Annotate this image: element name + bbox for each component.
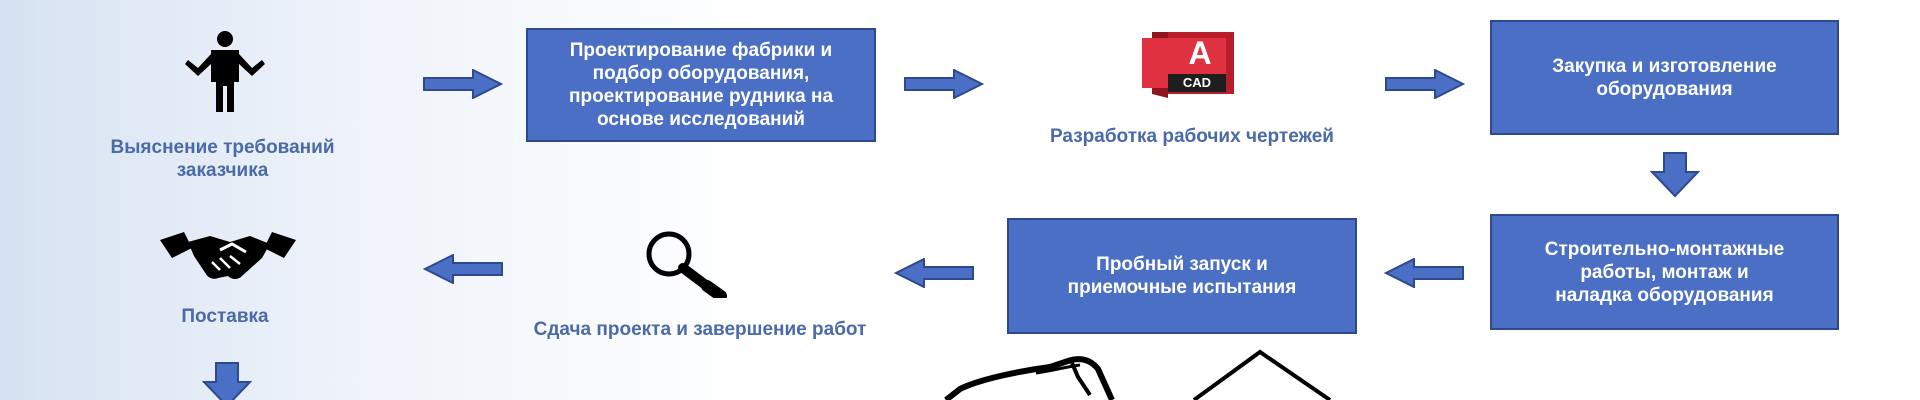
arrow-right-icon — [904, 69, 984, 99]
handshake-icon — [160, 232, 296, 279]
arrow-down-icon — [1650, 152, 1700, 198]
step-construction: Строительно-монтажные работы, монтаж и н… — [1490, 214, 1839, 330]
arrow-left-icon — [894, 258, 974, 288]
caption-working-drawings: Разработка рабочих чертежей — [1049, 126, 1334, 147]
caption-handover: Сдача проекта и завершение работ — [533, 319, 867, 340]
autocad-logo-icon: A CAD — [1138, 28, 1242, 100]
step-procurement: Закупка и изготовление оборудования — [1490, 20, 1839, 135]
step-factory-design: Проектирование фабрики и подбор оборудов… — [526, 28, 876, 142]
person-shrugging-icon — [185, 31, 265, 112]
step-trial-run: Пробный запуск и приемочные испытания — [1007, 218, 1357, 334]
caption-customer-requirements: Выяснение требований заказчика — [110, 137, 335, 181]
cad-logo-label: CAD — [1182, 75, 1212, 90]
vehicle-outline-icon — [944, 356, 1115, 400]
arrow-left-icon — [423, 254, 503, 284]
arrow-down-icon — [202, 362, 252, 400]
triangle-outline-icon — [1192, 349, 1332, 400]
arrow-left-icon — [1384, 258, 1464, 288]
caption-delivery: Поставка — [181, 306, 269, 327]
arrow-right-icon — [423, 69, 503, 99]
arrow-right-icon — [1385, 69, 1465, 99]
cad-logo-letter: A — [1188, 35, 1212, 71]
magnifier-icon — [646, 231, 727, 298]
